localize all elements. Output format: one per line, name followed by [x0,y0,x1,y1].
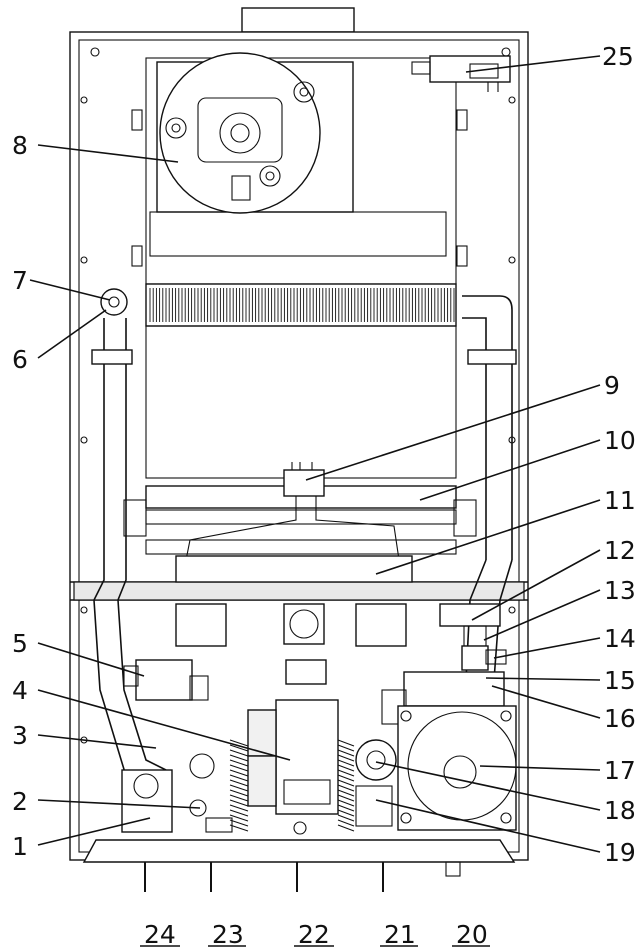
callout-22: 22 [298,920,330,949]
callout-24: 24 [144,920,176,949]
callout-10: 10 [604,426,636,455]
leader-lines [29,55,601,853]
callout-25: 25 [602,42,634,71]
lower-left-components [121,753,233,833]
callout-8: 8 [12,131,28,160]
bottom-tray [82,839,516,892]
callout-16: 16 [604,704,636,733]
flue-collar [241,7,355,33]
callout-20: 20 [456,920,488,949]
overheat-thermostat [100,288,128,316]
callout-23: 23 [212,920,244,949]
callout-5: 5 [12,629,28,658]
callout-labels: 1 2 3 4 5 6 7 8 9 10 11 12 13 14 15 16 1… [12,42,636,949]
fan-assembly [159,52,321,214]
sensors-right [439,603,507,671]
callout-15: 15 [604,666,636,695]
callout-18: 18 [604,796,636,825]
callout-7: 7 [12,266,28,295]
callout-19: 19 [604,838,636,867]
callout-4: 4 [12,676,28,705]
callout-17: 17 [604,756,636,785]
callout-13: 13 [604,576,636,605]
heat-exchanger [145,283,457,479]
callout-6: 6 [12,345,28,374]
ignition-transformer [123,659,209,701]
callout-1: 1 [12,832,28,861]
callout-3: 3 [12,721,28,750]
callout-2: 2 [12,787,28,816]
callout-21: 21 [384,920,416,949]
callout-12: 12 [604,536,636,565]
circulation-pump [381,671,517,831]
gas-valve [229,659,355,835]
callout-14: 14 [604,624,636,653]
callout-9: 9 [604,371,620,400]
safety-valve [355,739,397,827]
callout-11: 11 [604,486,636,515]
gas-manifold [175,555,413,647]
